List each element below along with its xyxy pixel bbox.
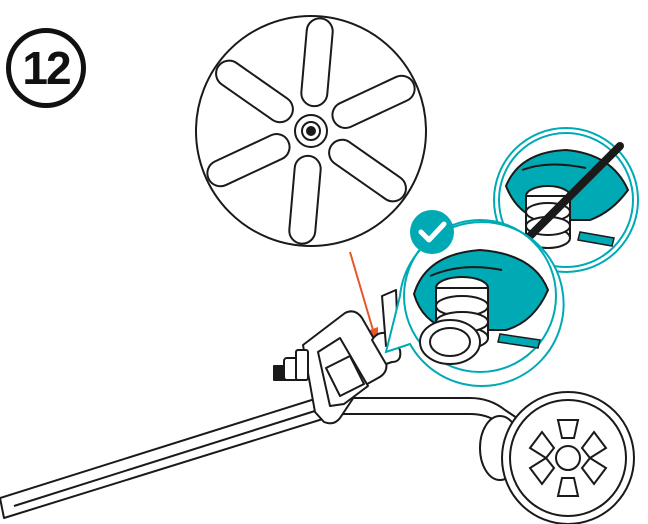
- hose-connector: [274, 350, 308, 380]
- checkmark-icon: [410, 210, 454, 254]
- step-number-badge: 12: [6, 28, 86, 108]
- reel-drum-detail: [196, 16, 426, 246]
- step-number: 12: [22, 41, 69, 95]
